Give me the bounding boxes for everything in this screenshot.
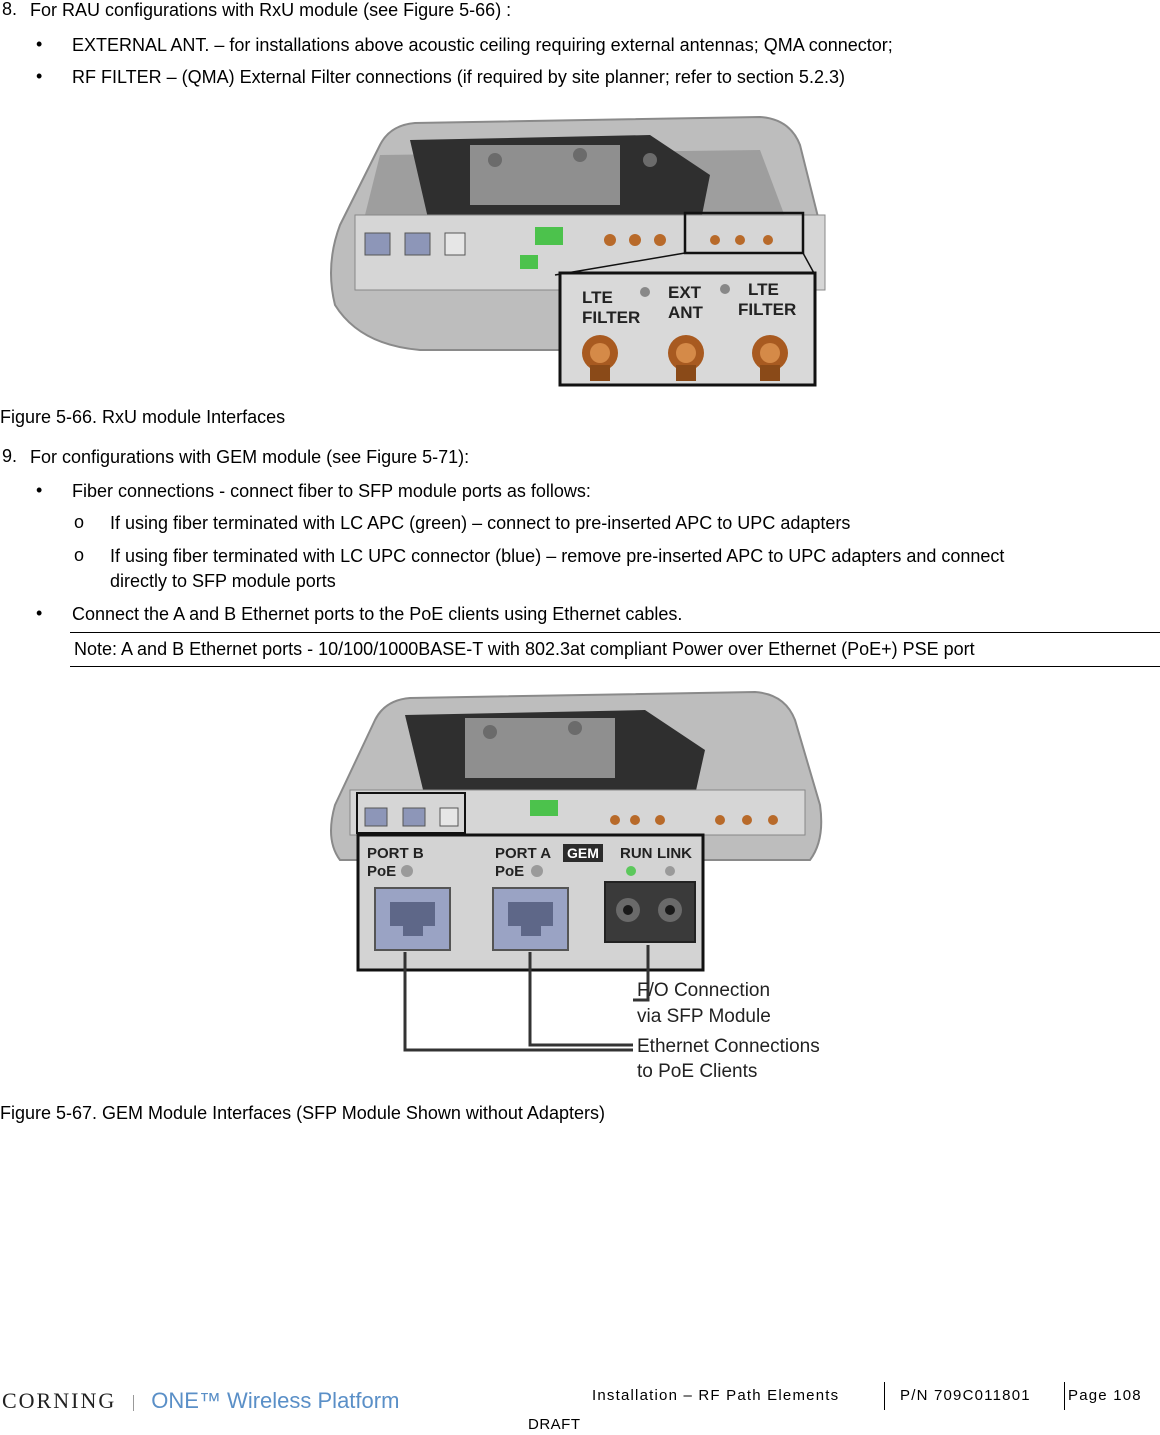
green-connector [520, 255, 538, 269]
qma-connector [655, 815, 665, 825]
item-9-bullet-1: Fiber connections - connect fiber to SFP… [72, 481, 591, 501]
gem-module-figure: PORT B PoE PORT A PoE GEM RUN LINK F/O C… [315, 690, 845, 1080]
item-9-sub-bullet-2: If using fiber terminated with LC UPC co… [110, 546, 1005, 566]
screw [488, 153, 502, 167]
leader-line-sfp [633, 945, 650, 1002]
sfp-module-label: via SFP Module [637, 1006, 771, 1027]
led-indicator [640, 287, 650, 297]
footer-part-number: P/N 709C011801 [900, 1387, 1031, 1404]
port-a-poe-label: PoE [495, 863, 524, 880]
led-indicator [531, 865, 543, 877]
footer-separator [884, 1382, 885, 1410]
screw [573, 148, 587, 162]
poe-clients-label: to PoE Clients [637, 1061, 757, 1080]
item-9-bullet-2: Connect the A and B Ethernet ports to th… [72, 604, 683, 624]
sfp-fiber-port [604, 881, 696, 943]
callout-line [802, 252, 816, 276]
item-8-number: 8. [2, 0, 18, 19]
rj45-port [404, 232, 431, 256]
ethernet-port-a [492, 887, 569, 951]
qma-connector-large [752, 335, 788, 381]
bullet-glyph: • [36, 66, 43, 86]
bullet-glyph: • [36, 603, 43, 623]
led-indicator [720, 284, 730, 294]
corning-logo-text: CORNING [2, 1388, 117, 1413]
draft-label: DRAFT [528, 1416, 581, 1433]
rj45-port [364, 807, 388, 827]
figure-caption-5-67: Figure 5-67. GEM Module Interfaces (SFP … [0, 1103, 605, 1123]
qma-connector [604, 234, 616, 246]
run-label: RUN [620, 845, 653, 862]
sub-bullet-glyph: o [74, 512, 85, 532]
sfp-port [444, 232, 466, 256]
sub-bullet-glyph: o [74, 545, 85, 565]
qma-connector-large [582, 335, 618, 381]
screw [643, 153, 657, 167]
footer-page-number: Page 108 [1068, 1387, 1142, 1404]
leader-line-port-b [403, 952, 633, 1052]
port-b-poe-label: PoE [367, 863, 396, 880]
item-9-sub-bullet-2-continued: directly to SFP module ports [110, 571, 336, 591]
qma-connector-large [668, 335, 704, 381]
run-led [626, 866, 636, 876]
port-a-label: PORT A [495, 845, 551, 862]
bullet-glyph: • [36, 480, 43, 500]
port-b-label: PORT B [367, 845, 424, 862]
note-text: Note: A and B Ethernet ports - 10/100/10… [74, 639, 975, 659]
qma-connector [768, 815, 778, 825]
rj45-port [402, 807, 426, 827]
note-rule-bottom [70, 666, 1160, 667]
highlight-box [683, 211, 805, 255]
footer-separator [1064, 1382, 1065, 1410]
qma-connector [715, 815, 725, 825]
qma-connector [654, 234, 666, 246]
link-led [665, 866, 675, 876]
front-panel [349, 789, 806, 836]
qma-connector [763, 235, 773, 245]
figure-caption-5-66: Figure 5-66. RxU module Interfaces [0, 407, 286, 427]
qma-connector [630, 815, 640, 825]
link-label: LINK [657, 845, 692, 862]
gem-badge [563, 844, 603, 862]
gem-badge-label: GEM [567, 845, 599, 861]
qma-connector [742, 815, 752, 825]
qma-connector [735, 235, 745, 245]
screw [568, 721, 582, 735]
item-9-text: For configurations with GEM module (see … [30, 447, 470, 467]
green-connector [535, 227, 563, 245]
item-9-sub-bullet-1: If using fiber terminated with LC APC (g… [110, 513, 851, 533]
bullet-glyph: • [36, 34, 43, 54]
note-rule-top [70, 632, 1160, 633]
fo-connection-label: F/O Connection [637, 980, 770, 1001]
led-indicator [401, 865, 413, 877]
item-9-number: 9. [2, 446, 18, 466]
callout-line [554, 252, 686, 276]
qma-connector [710, 235, 720, 245]
item-8-bullet-1: EXTERNAL ANT. – for installations above … [72, 35, 893, 55]
item-8-bullet-2: RF FILTER – (QMA) External Filter connec… [72, 67, 845, 87]
ethernet-connections-label: Ethernet Connections [637, 1036, 820, 1057]
screw [483, 725, 497, 739]
ethernet-port-b [374, 887, 451, 951]
qma-connector [610, 815, 620, 825]
footer-logo: CORNING ONE™ Wireless Platform [2, 1388, 399, 1418]
one-wireless-platform-text: ONE™ Wireless Platform [151, 1388, 400, 1413]
footer-section: Installation – RF Path Elements [592, 1387, 840, 1404]
leader-line-port-a [528, 952, 633, 1047]
highlight-box [356, 792, 466, 834]
item-8-text: For RAU configurations with RxU module (… [30, 0, 512, 20]
green-connector [530, 800, 558, 816]
sfp-port [439, 807, 459, 827]
logo-divider [133, 1395, 135, 1412]
qma-connector [629, 234, 641, 246]
rj45-port [364, 232, 391, 256]
